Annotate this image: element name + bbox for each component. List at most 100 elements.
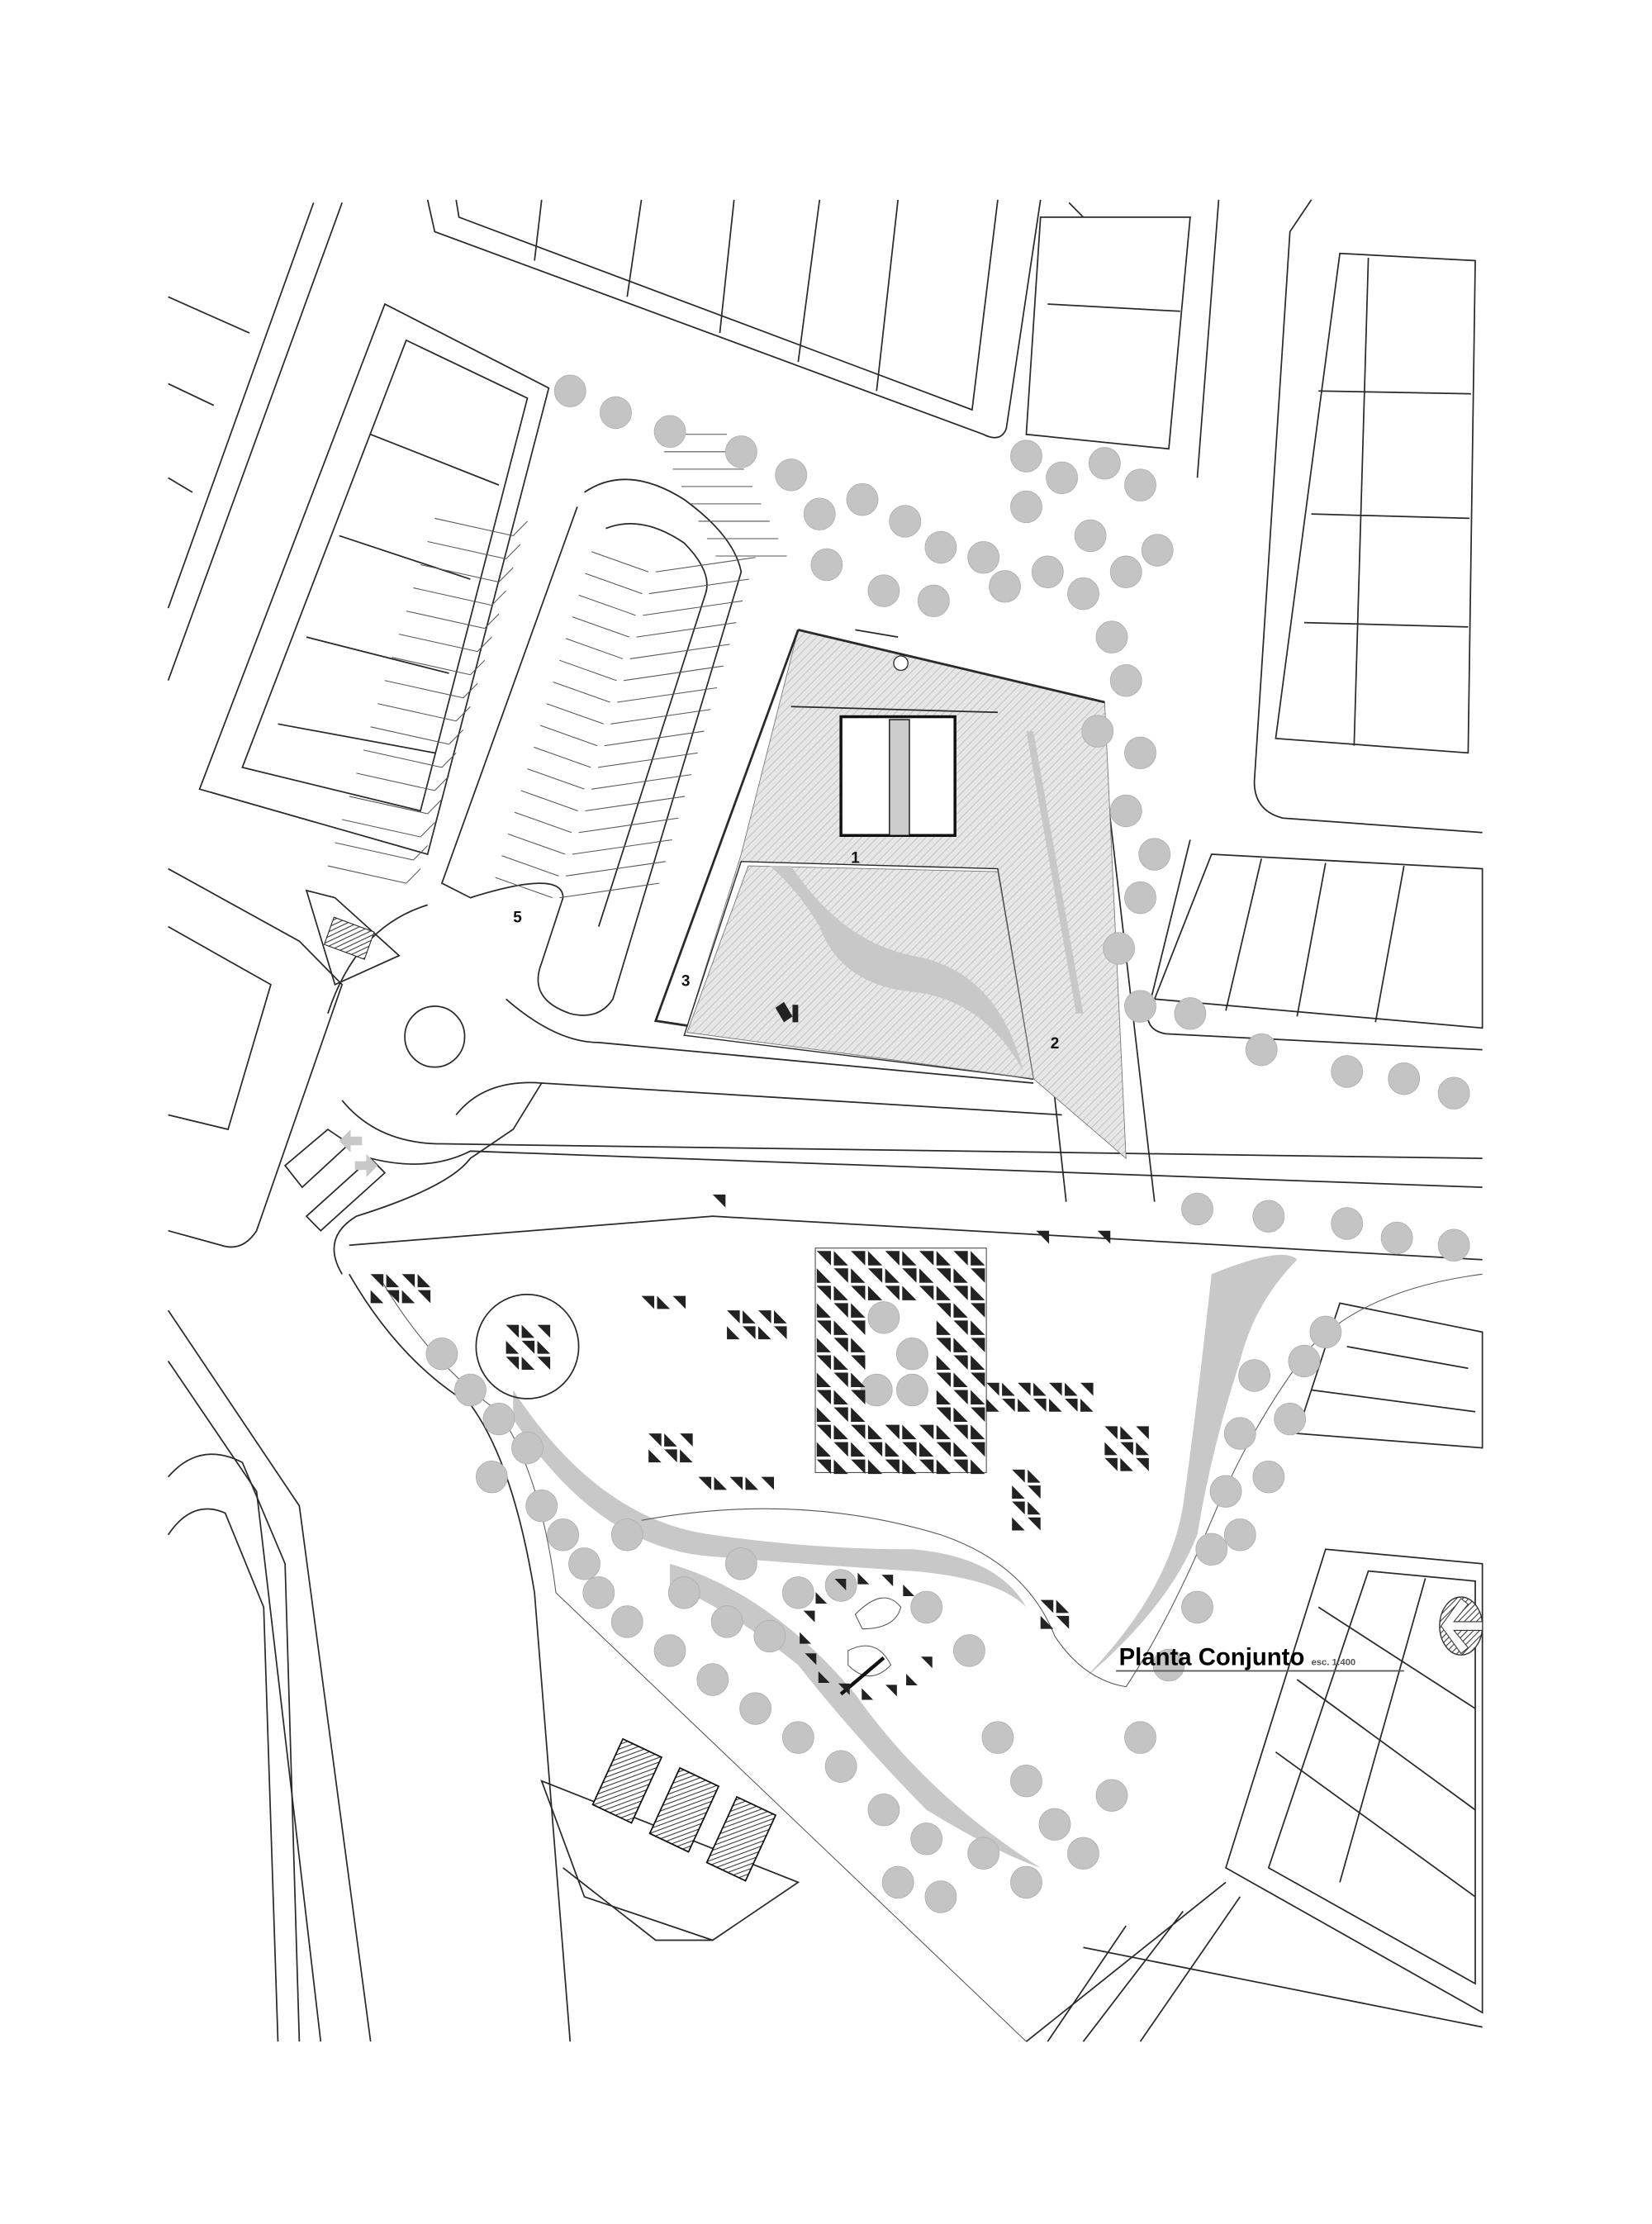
paver-triangle <box>971 1442 985 1457</box>
tree-canopy <box>1152 1648 1185 1682</box>
paver-triangle <box>657 1295 671 1309</box>
parking-stall <box>514 811 679 834</box>
paver-triangle <box>774 1310 787 1323</box>
paver-blocks <box>370 1194 1149 1700</box>
paver-triangle <box>833 1285 848 1300</box>
paver-triangle <box>971 1338 985 1352</box>
paver-triangle <box>833 1355 848 1370</box>
paver-triangle <box>1012 1517 1025 1531</box>
tree-canopy <box>1031 555 1064 588</box>
paver-triangle <box>816 1251 832 1266</box>
tree-canopy <box>824 1569 857 1602</box>
paver-triangle <box>851 1424 866 1440</box>
paver-triangle <box>1028 1517 1041 1531</box>
tree-canopy <box>924 1880 957 1913</box>
tree-canopy <box>710 1605 743 1638</box>
paver-triangle <box>833 1390 848 1405</box>
paver-triangle <box>1120 1426 1133 1440</box>
paver-triangle <box>851 1268 866 1283</box>
paver-triangle <box>1033 1399 1047 1412</box>
paver-triangle <box>816 1268 832 1283</box>
tree-canopy <box>1046 461 1079 495</box>
paver-triangle <box>919 1251 934 1266</box>
tree-canopy <box>1081 715 1114 748</box>
paver-triangle <box>971 1407 985 1423</box>
tree-canopy <box>1124 881 1156 915</box>
round-plaza <box>475 1293 580 1400</box>
paver-triangle <box>833 1320 848 1335</box>
paver-triangle <box>885 1285 900 1300</box>
tree-canopy <box>1038 1808 1071 1841</box>
parking-stall <box>578 594 743 616</box>
tree-canopy <box>867 1794 900 1827</box>
paver-triangle <box>816 1424 832 1440</box>
paver-triangle <box>902 1285 917 1300</box>
tree-canopy <box>1437 1076 1470 1110</box>
paver-triangle <box>1018 1399 1031 1412</box>
paver-triangle <box>936 1251 951 1266</box>
paver-triangle <box>712 1194 726 1208</box>
tree-canopy <box>981 1721 1014 1754</box>
paver-triangle <box>953 1320 968 1335</box>
paver-triangle <box>971 1268 985 1283</box>
paver-triangle <box>370 1290 384 1304</box>
kiosk-triangle <box>305 889 401 986</box>
paver-triangle <box>1104 1426 1118 1440</box>
tree-canopy <box>1195 1533 1228 1566</box>
paver-triangle <box>833 1372 848 1387</box>
paver-triangle <box>885 1685 897 1697</box>
paver-triangle <box>816 1459 832 1475</box>
paver-triangle <box>953 1251 968 1266</box>
paver-triangle <box>818 1671 830 1684</box>
trees <box>425 374 1470 1913</box>
tree-canopy <box>1245 1033 1278 1067</box>
paver-triangle <box>506 1357 520 1370</box>
paver-triangle <box>953 1303 968 1318</box>
block-right-lots <box>1303 257 1471 746</box>
paver-triangle <box>417 1274 431 1288</box>
tree-canopy <box>1109 794 1142 828</box>
paver-triangle <box>919 1285 934 1300</box>
tree-canopy <box>1124 468 1156 501</box>
traffic-island <box>283 1128 387 1232</box>
tree-canopy <box>781 1721 814 1754</box>
parking-stall <box>363 749 457 768</box>
paver-triangle <box>986 1399 999 1412</box>
paver-triangle <box>838 1683 850 1695</box>
tree-canopy <box>917 584 950 618</box>
paver-triangle <box>936 1372 951 1387</box>
title-block: Planta Conjunto esc. 1:400 <box>1116 1596 1483 1672</box>
tree-canopy <box>867 574 900 607</box>
parking-stall <box>520 790 686 811</box>
paver-triangle <box>816 1285 832 1300</box>
tree-canopy <box>924 530 957 564</box>
paver-triangle <box>417 1290 431 1304</box>
paver-triangle <box>506 1324 520 1338</box>
paver-triangle <box>816 1338 832 1352</box>
parking-stall <box>553 681 718 703</box>
block-top-right-small <box>1025 216 1191 450</box>
paver-triangle <box>641 1295 655 1309</box>
pavilion-roofs <box>591 1737 777 1882</box>
tree-canopy <box>1331 1055 1364 1088</box>
paver-triangle <box>1136 1442 1149 1456</box>
paver-triangle <box>664 1433 677 1447</box>
label-2: 2 <box>1051 1035 1060 1053</box>
parking-stall <box>392 657 486 676</box>
tree-canopy <box>696 1663 729 1696</box>
tree-canopy <box>1141 534 1174 567</box>
parking-stall <box>356 772 449 791</box>
parking-stall <box>495 877 660 899</box>
paver-triangle <box>815 1592 828 1604</box>
paver-triangle <box>851 1320 866 1335</box>
block-left-lots <box>241 339 529 812</box>
paver-triangle <box>919 1442 934 1457</box>
tree-canopy <box>1223 1417 1256 1450</box>
paver-triangle <box>833 1338 848 1352</box>
tree-canopy <box>600 396 632 430</box>
main-road-south <box>349 1150 1483 1261</box>
sculpture-blocks <box>775 1001 799 1023</box>
tree-canopy <box>568 1547 601 1580</box>
paver-triangle <box>1056 1615 1070 1629</box>
tree-canopy <box>1010 1865 1042 1899</box>
